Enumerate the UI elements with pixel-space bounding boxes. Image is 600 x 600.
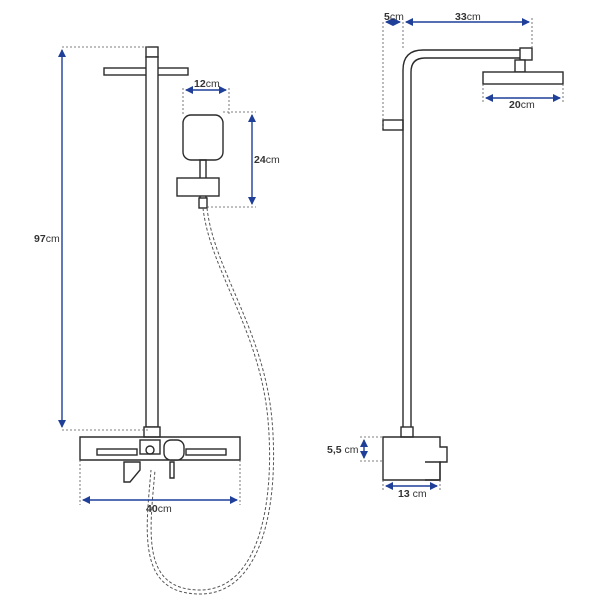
handshower-height-label: 24cm <box>254 154 280 166</box>
mixer-stem <box>169 461 175 479</box>
side-mixer-connector <box>400 426 414 438</box>
front-view <box>79 46 275 595</box>
mixer-knob-icon <box>145 445 155 455</box>
shelf-slot-right <box>185 448 227 456</box>
rail-lower-connector <box>143 426 161 438</box>
head-diameter-label: 20cm <box>509 99 535 111</box>
handshower-holder <box>176 177 220 197</box>
wall-offset-label: 5cm <box>384 11 404 23</box>
handshower-width-label: 12cm <box>194 78 220 90</box>
rail-top-cap <box>145 46 159 58</box>
handshower-head <box>182 114 224 161</box>
front-dimensions: 97cm 12cm 24cm 40cm <box>34 46 280 515</box>
height-dimension-label: 97cm <box>34 233 60 245</box>
arm-length-label: 33cm <box>455 11 481 23</box>
spout <box>123 461 141 483</box>
side-dimensions: 5cm 33cm 20cm 5,5 cm 13 cm <box>327 11 564 500</box>
shelf-slot-left <box>96 448 138 456</box>
wall-bracket <box>382 119 404 131</box>
side-view <box>382 47 564 481</box>
mixer-depth-label: 13 cm <box>398 488 427 500</box>
shower-hose <box>150 207 271 591</box>
base-width-label: 40cm <box>146 503 172 515</box>
side-pipe-inner <box>410 57 530 430</box>
vertical-rail <box>145 56 159 428</box>
mixer-valve <box>139 439 161 455</box>
side-pipe-outer <box>402 49 530 430</box>
handshower-hose-nut <box>198 197 208 209</box>
mixer-handle <box>163 439 185 461</box>
arm-end-cap <box>519 47 533 61</box>
mixer-height-label: 5,5 cm <box>327 444 359 456</box>
head-connector <box>514 59 526 73</box>
side-mixer-body <box>382 436 448 481</box>
rain-head-side <box>482 71 564 85</box>
